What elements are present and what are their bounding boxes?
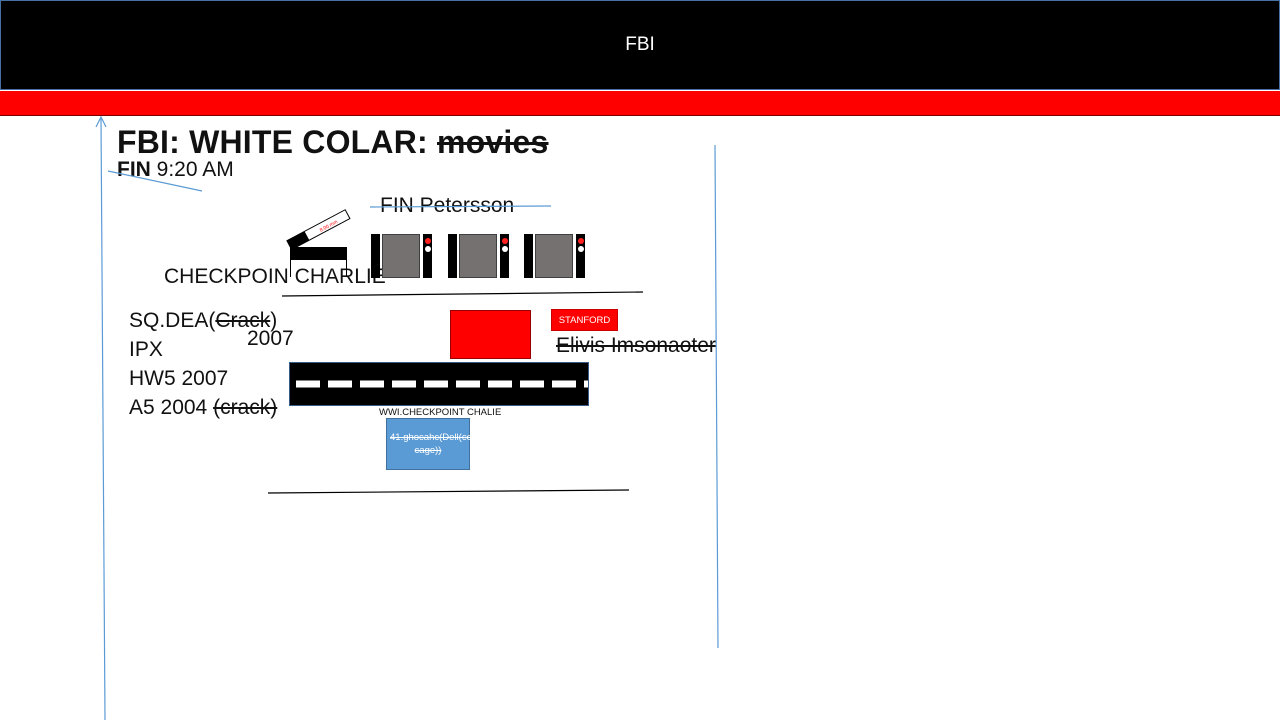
blue-box-text: 41.ghocahc(Dell(cock cage)) [390,432,482,456]
elvis-label: Elivis Imsonaoter [556,334,716,357]
gate-signal [576,234,585,278]
gate-screen [382,234,420,278]
fin-petersson-label: FIN Petersson [380,194,515,217]
slide-title-struck: movies [437,124,549,160]
subtitle-time: 9:20 AM [150,158,234,181]
fin-petersson-underline [369,205,552,208]
gate-post [371,234,380,278]
gate-screen [459,234,497,278]
checkpoint-gate [524,234,586,278]
barrier-base [290,259,347,260]
header-bar [0,0,1280,90]
checkpoint-label: CHECKPOIN CHARLIE [164,265,386,288]
vertical-divider [714,144,719,649]
red-block [450,310,531,359]
list-item-1-prefix: SQ.DEA( [129,309,216,332]
gate-screen [535,234,573,278]
white-light-icon [425,246,431,252]
diagonal-line [107,170,203,192]
stanford-tag: STANFORD [551,309,618,331]
bottom-baseline [267,489,630,494]
header-title: FBI [625,34,655,55]
checkpoint-gate [448,234,510,278]
case-list: SQ.DEA(Crack) IPX HW5 2007 A5 2004 (crac… [129,306,277,422]
list-item: IPX [129,338,163,361]
list-item: SQ.DEA(Crack) [129,306,277,335]
barrier-post-right [346,259,347,277]
arrow-up-icon [95,115,107,128]
gate-post [448,234,457,278]
red-light-icon [425,238,431,244]
year-2007-label: 2007 [247,327,294,350]
white-light-icon [578,246,584,252]
list-item-1-suffix: ) [270,309,278,332]
gate-signal [423,234,432,278]
barrier-bar [290,247,347,259]
gate-post [524,234,533,278]
barrier-post-left [290,259,291,277]
white-light-icon [502,246,508,252]
list-item-1-struck: Crack [215,309,271,332]
red-light-icon [502,238,508,244]
boom-arm-black [286,231,310,250]
red-accent-bar [0,91,1280,116]
slide-title-main: FBI: WHITE COLAR: [117,124,437,160]
red-light-icon [578,238,584,244]
list-item: A5 2004 (crack) [129,393,277,422]
checkpoint-gate [371,234,433,278]
list-item-4-struck: (crack) [213,396,278,419]
up-arrow-line [100,118,106,720]
gate-signal [500,234,509,278]
wwi-caption: WWI.CHECKPOINT CHALIE [379,407,502,418]
list-item: HW5 2007 [129,367,229,390]
checkpoint-baseline [281,291,644,297]
list-item-4-prefix: A5 2004 [129,396,214,419]
slide-title: FBI: WHITE COLAR: movies [117,124,548,161]
blue-box: 41.ghocahc(Dell(cock cage)) [386,418,481,470]
